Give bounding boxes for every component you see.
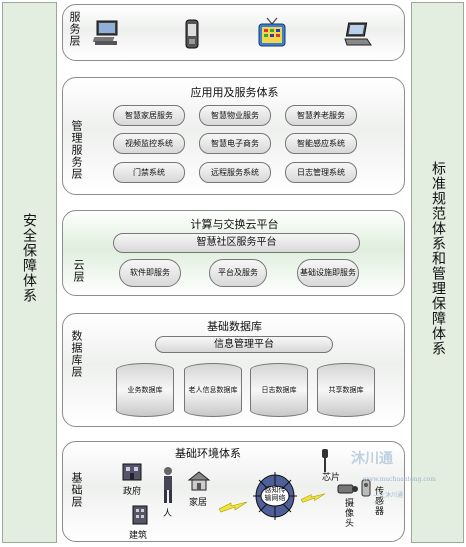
laptop-icon [344, 22, 372, 46]
environment-layer-label: 基础层 [70, 472, 83, 508]
cloud-layer-label: 云层 [72, 259, 85, 283]
info-platform-bar: 信息管理平台 [155, 336, 333, 353]
cloud-service-item: 软件即服务 [119, 259, 181, 287]
home-icon [187, 471, 211, 491]
watermark-logo: 沐川通 [351, 448, 403, 478]
government-label: 政府 [123, 487, 142, 497]
environment-layer-title: 基础环境体系 [175, 447, 241, 460]
watermark-url: www.muchuantong.com [363, 476, 436, 483]
building-label: 建筑 [129, 531, 148, 541]
standards-pillar-label: 标准规范体系和管理保障体系 [430, 161, 446, 356]
service-item: 智慧家居服务 [113, 105, 185, 126]
tv-icon [258, 17, 286, 47]
community-platform-bar: 智慧社区服务平台 [113, 233, 360, 253]
database-layer-label: 数据库层 [70, 330, 83, 378]
database-layer: 基础数据库 数据库层 信息管理平台 业务数据库 老人信息数据库 日志数据库 共享… [62, 313, 405, 427]
service-item: 远程服务系统 [199, 162, 271, 183]
lightning-bolt-icon [219, 501, 247, 513]
service-item: 门禁系统 [113, 162, 185, 183]
database-layer-title: 基础数据库 [207, 320, 262, 333]
environment-layer: 基础环境体系 基础层 政府 人 家居 建筑 感知传输网络 芯片 摄像头 传感器 [62, 441, 436, 542]
sensor-icon [361, 479, 371, 497]
mobile-phone-icon [185, 19, 199, 49]
lightning-bolt-icon [301, 493, 325, 503]
management-layer-label: 管理服务层 [70, 120, 83, 180]
chip-label: 芯片 [322, 473, 341, 483]
cloud-service-item: 基础设施即服务 [297, 259, 359, 287]
service-item: 智慧养老服务 [285, 105, 357, 126]
service-item: 智慧电子商务 [199, 133, 271, 154]
chip-icon [322, 449, 328, 472]
government-icon [122, 463, 142, 481]
service-item: 智慧物业服务 [199, 105, 271, 126]
service-item: 智能感应系统 [285, 133, 357, 154]
management-layer-title: 应用用及服务体系 [190, 86, 279, 99]
person-label: 人 [163, 509, 173, 519]
desktop-computer-icon [93, 20, 118, 45]
cloud-layer: 计算与交换云平台 云层 智慧社区服务平台 软件即服务 平台及服务 基础设施即服务 [62, 210, 405, 296]
security-pillar: 安全保障体系 [2, 2, 57, 543]
building-icon [132, 505, 148, 525]
database-cylinder: 业务数据库 [116, 363, 174, 417]
database-cylinder: 共享数据库 [317, 363, 375, 417]
service-item: 日志管理系统 [285, 162, 357, 183]
cloud-service-item: 平台及服务 [209, 259, 267, 287]
management-service-layer: 应用用及服务体系 管理服务层 智慧家居服务 智慧物业服务 智慧养老服务 视频监控… [62, 77, 405, 195]
database-cylinder: 老人信息数据库 [184, 363, 242, 417]
camera-icon [337, 484, 358, 494]
database-cylinder: 日志数据库 [250, 363, 308, 417]
watermark-tagline: —让沐川通— [373, 492, 404, 506]
service-layer: 服务层 [62, 4, 405, 61]
person-icon [164, 467, 172, 503]
sensor-network-icon [253, 472, 297, 520]
security-pillar-label: 安全保障体系 [21, 213, 37, 303]
camera-label: 摄像头 [343, 498, 353, 528]
service-layer-label: 服务层 [68, 11, 81, 47]
service-item: 视频监控系统 [113, 133, 185, 154]
standards-pillar: 标准规范体系和管理保障体系 [411, 2, 464, 543]
sensor-label: 传感器 [373, 486, 383, 516]
home-label: 家居 [189, 498, 208, 508]
network-label: 感知传输网络 [264, 486, 286, 502]
watermark-text: 沐川通 [351, 451, 393, 467]
cloud-layer-title: 计算与交换云平台 [190, 218, 279, 231]
